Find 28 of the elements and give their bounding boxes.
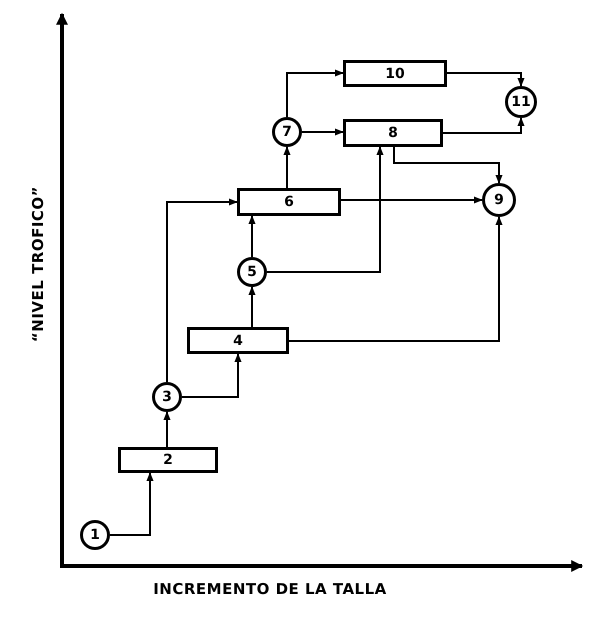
arrow [302, 128, 344, 136]
stage-circle: 9 [482, 183, 516, 217]
arrow [447, 72, 525, 87]
arrow [286, 69, 344, 117]
x-axis-label: INCREMENTO DE LA TALLA [152, 580, 388, 598]
arrow [341, 196, 483, 204]
arrow [182, 353, 242, 398]
arrow [248, 215, 256, 257]
stage-box: 6 [237, 188, 341, 216]
arrow [443, 117, 525, 134]
stage-box: 10 [343, 60, 447, 87]
arrow [163, 411, 171, 447]
stage-box: 4 [187, 327, 289, 354]
stage-circle: 1 [80, 520, 110, 550]
stage-circle: 5 [237, 257, 267, 287]
arrow [393, 147, 503, 184]
stage-box: 2 [118, 447, 218, 473]
arrow [166, 198, 238, 382]
stage-box: 8 [343, 119, 443, 147]
arrow [289, 216, 503, 342]
arrow [110, 472, 154, 536]
arrow [283, 146, 291, 188]
stage-circle: 11 [505, 86, 537, 118]
arrow [267, 146, 384, 273]
arrow [248, 286, 256, 327]
stage-circle: 3 [152, 382, 182, 412]
y-axis-label: “NIVEL TROFICO” [29, 184, 47, 344]
stage-circle: 7 [272, 117, 302, 147]
